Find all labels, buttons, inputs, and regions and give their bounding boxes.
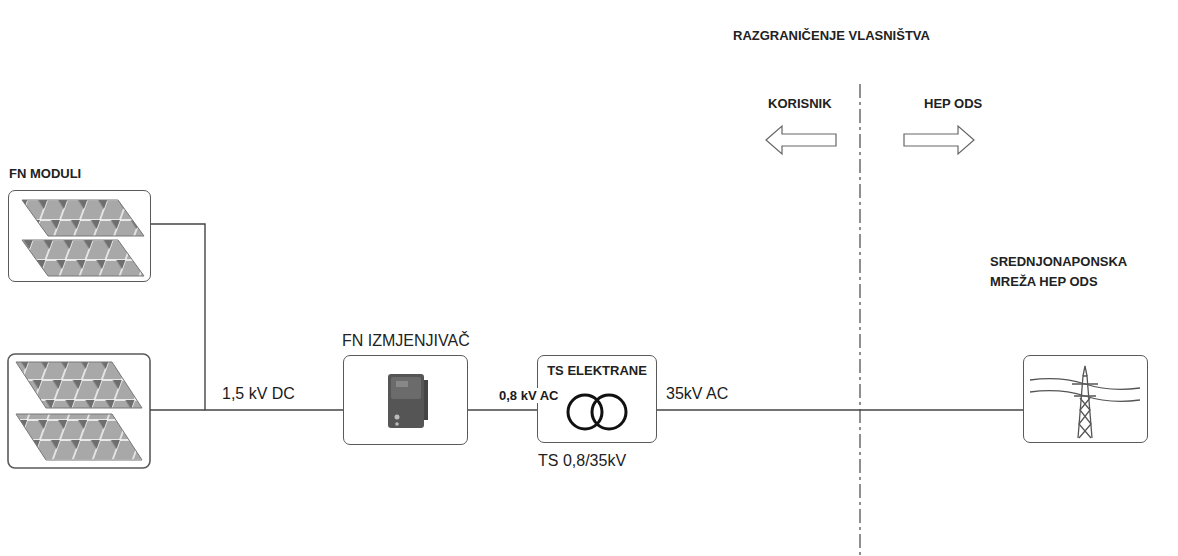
node-text: FN MODULI	[9, 166, 81, 181]
inverter-icon	[388, 374, 428, 428]
connector	[657, 409, 1023, 410]
grid-box: SREDNJONAPONSKA MREŽA HEP ODS	[1023, 355, 1148, 443]
transformer-symbol	[568, 395, 626, 429]
node-text: TS ELEKTRANE	[538, 363, 656, 378]
inverter-box: FN IZMJENJIVAČ	[343, 355, 468, 445]
voltage-label: 1,5 kV DC	[220, 385, 297, 403]
boundary-line	[859, 84, 860, 556]
pylon-icon	[1030, 366, 1140, 438]
voltage-label: 0,8 kV AC	[497, 388, 561, 403]
arrow-right	[904, 126, 974, 154]
module-box	[8, 354, 150, 468]
solar-panel	[16, 362, 142, 460]
connector	[151, 224, 343, 410]
solar-panel	[22, 200, 144, 276]
node-text: FN IZMJENJIVAČ	[342, 332, 470, 350]
node-text: SREDNJONAPONSKA MREŽA HEP ODS	[990, 252, 1160, 292]
node-text: TS 0,8/35kV	[538, 452, 626, 470]
voltage-label: 35kV AC	[664, 385, 730, 403]
dc-wire	[150, 409, 205, 410]
arrow-left	[766, 126, 836, 154]
connector	[468, 409, 537, 410]
owner-label: KORISNIK	[768, 96, 832, 111]
boundary-title: RAZGRANIČENJE VLASNIŠTVA	[733, 28, 930, 43]
module-box: FN MODULI	[8, 190, 151, 282]
owner-label: HEP ODS	[924, 96, 982, 111]
